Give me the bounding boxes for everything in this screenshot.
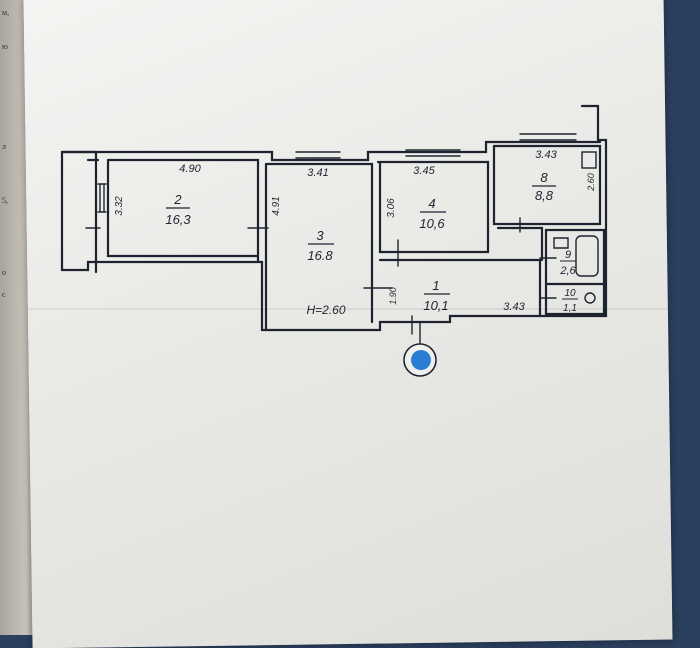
dimension-label: 4.91 — [271, 196, 282, 215]
room-2-label: 2 16,3 — [165, 192, 191, 227]
dimension-label: 4.90 — [179, 163, 201, 175]
book-text-fragment: ю — [2, 42, 8, 51]
room-3-label: 3 16.8 — [307, 228, 334, 263]
room-area: 2,6 — [559, 265, 576, 277]
outer-wall — [60, 104, 608, 332]
top-wall — [60, 140, 602, 162]
door-mark — [85, 217, 557, 335]
room-area: 16.8 — [307, 248, 333, 263]
room-area: 10,6 — [419, 216, 445, 231]
room-9-label: 9 2,6 — [559, 249, 576, 277]
dimension-label: 3.06 — [386, 198, 397, 218]
room-number: 10 — [564, 288, 576, 299]
window — [97, 183, 107, 213]
room-8-label: 8 8,8 — [532, 170, 556, 203]
window — [295, 151, 341, 159]
dimension-label: 3.45 — [413, 165, 435, 177]
room-number: 9 — [565, 249, 571, 261]
room-area: 10,1 — [423, 298, 448, 313]
room-number: 4 — [428, 196, 435, 211]
room-area: 16,3 — [165, 212, 191, 227]
window — [405, 149, 461, 157]
dimension-label: 3.43 — [535, 149, 557, 161]
balcony-wall — [60, 150, 100, 274]
room-area: 8,8 — [535, 188, 554, 203]
book-text-fragment: 5, — [2, 196, 8, 205]
bath-wall — [544, 228, 606, 316]
room4-wall — [376, 160, 490, 254]
paper-crease — [28, 308, 668, 310]
floor-plan: 2 16,3 3 16.8 4 10,6 1 10,1 8 8,8 9 2,6 … — [60, 104, 608, 377]
room-1-label: 1 10,1 — [423, 278, 450, 313]
book-text-fragment: л — [2, 142, 6, 151]
room-number: 3 — [316, 228, 324, 243]
room2-wall — [106, 158, 260, 264]
dimension-label: 3.32 — [114, 196, 125, 216]
dimension-label: 2.60 — [586, 173, 596, 192]
dimension-label: 3.41 — [307, 167, 328, 179]
book-text-fragment: с — [2, 290, 6, 299]
room-number: 2 — [173, 192, 182, 207]
dimension-label: 1.90 — [388, 287, 398, 305]
book-text-fragment: м, — [2, 8, 10, 17]
room-10-label: 10 1,1 — [562, 288, 578, 314]
window — [519, 133, 577, 141]
room-number: 1 — [432, 278, 439, 293]
room-area: 1,1 — [563, 303, 577, 314]
bathtub — [575, 235, 599, 277]
ceiling-height-label: H=2.60 — [306, 303, 345, 317]
toilet — [584, 292, 596, 304]
room8-wall — [492, 144, 602, 226]
sink — [553, 237, 569, 249]
stamp-dot — [411, 350, 431, 370]
book-text-fragment: о — [2, 268, 6, 277]
stove — [581, 151, 597, 169]
dimension-label: 3.43 — [503, 301, 525, 313]
room-number: 8 — [540, 170, 548, 185]
room3-wall — [264, 162, 374, 332]
room-4-label: 4 10,6 — [419, 196, 446, 231]
